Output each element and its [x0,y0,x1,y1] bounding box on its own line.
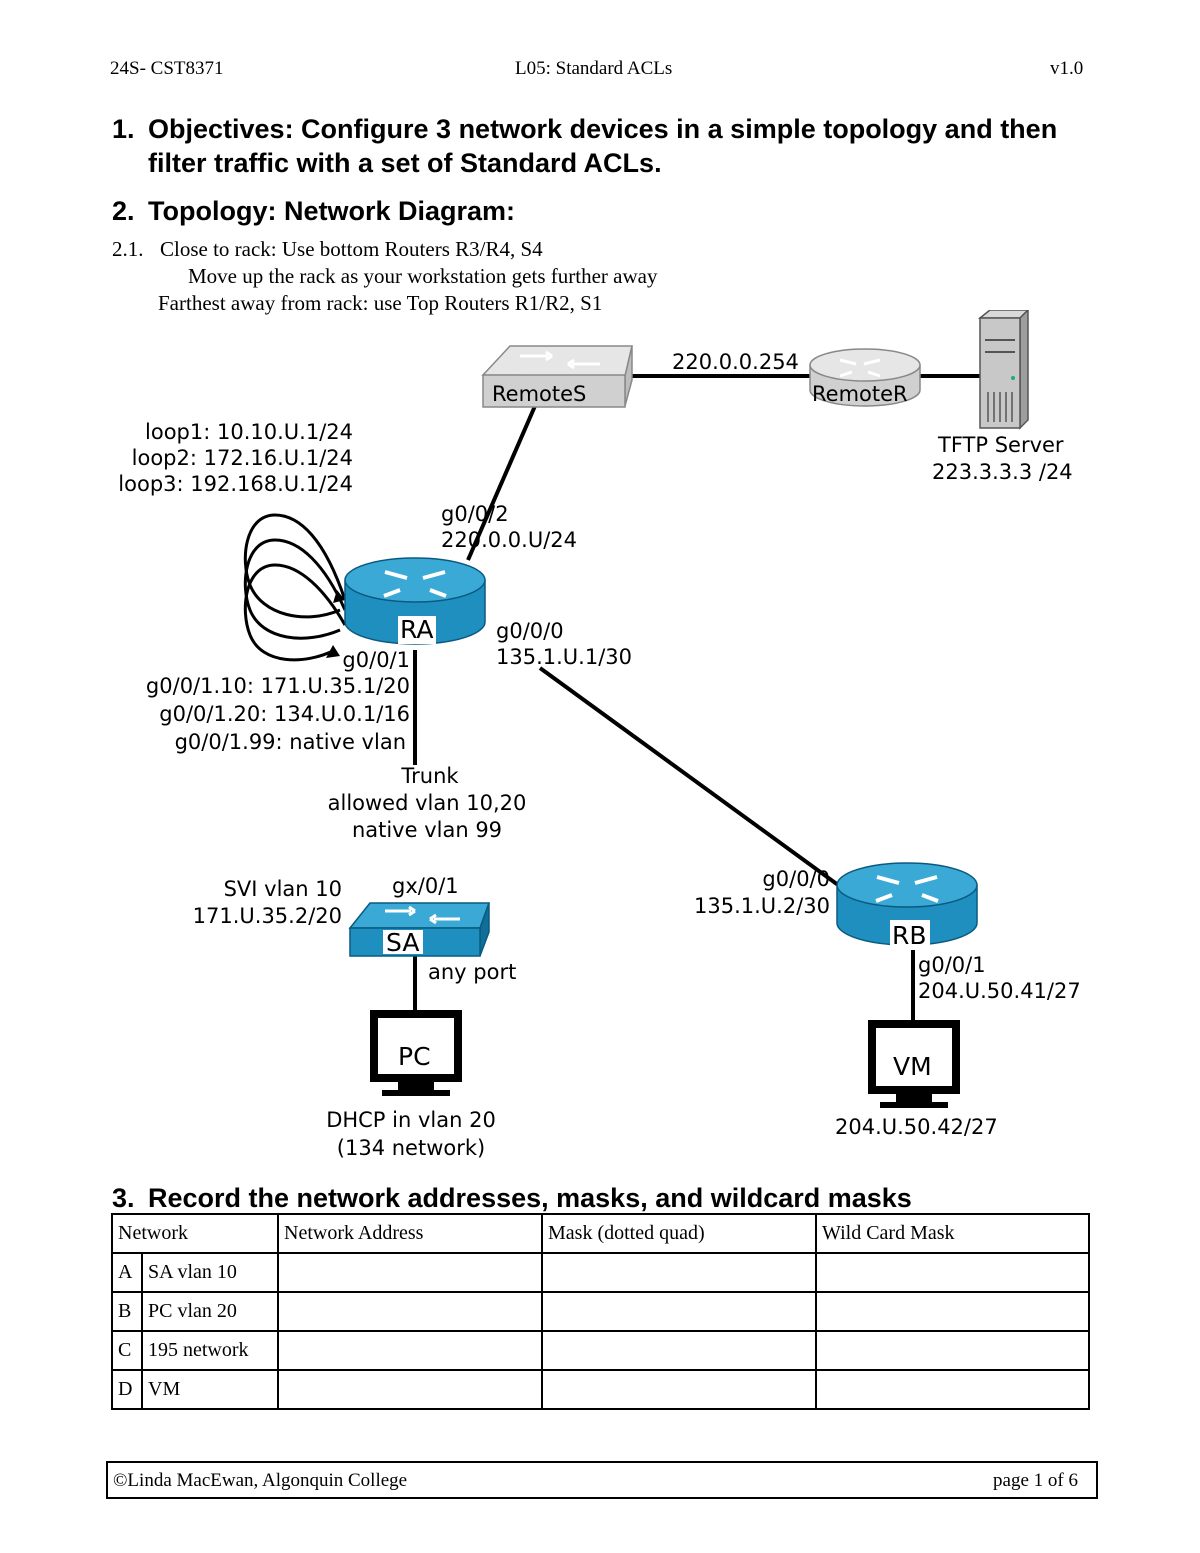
sa-switch-label: SA [386,928,419,957]
pc-network-note: (134 network) [337,1136,485,1160]
sa-any-port: any port [428,960,516,984]
section-3-title: Record the network addresses, masks, and… [148,1183,912,1213]
ra-router-label: RA [400,615,433,644]
network-diagram: RemoteS RemoteR 220.0.0.254 TFTP Server … [118,310,1081,1160]
header-version: v1.0 [1050,58,1084,79]
ra-g002-if: g0/0/2 [441,502,509,526]
row-network-name: PC vlan 20 [140,1291,280,1332]
ra-g000-if: g0/0/0 [496,619,564,643]
ra-subif-99: g0/0/1.99: native vlan [175,730,406,754]
pc-dhcp-note: DHCP in vlan 20 [326,1108,496,1132]
ra-g001-if: g0/0/1 [342,648,410,672]
ra-subif-20: g0/0/1.20: 134.U.0.1/16 [159,702,410,726]
remote-router-icon [809,348,921,407]
trunk-label: Trunk [400,764,459,788]
ra-g002-ip: 220.0.0.U/24 [441,528,577,552]
rb-router-label: RB [892,921,927,950]
row-mask-cell[interactable] [541,1330,818,1371]
table-row: A SA vlan 10 [111,1252,1091,1293]
row-wildcard-cell[interactable] [815,1291,1091,1332]
row-id: C [111,1330,143,1371]
footer-box: ©Linda MacEwan, Algonquin College page 1… [106,1461,1098,1499]
instruction-line-3: Farthest away from rack: use Top Routers… [158,291,603,315]
vm-ip: 204.U.50.42/27 [835,1115,998,1139]
instruction-line-1: Close to rack: Use bottom Routers R3/R4,… [160,237,543,261]
row-wildcard-cell[interactable] [815,1252,1091,1293]
header-lab-title: L05: Standard ACLs [515,58,673,79]
ra-g000-ip: 135.1.U.1/30 [496,645,632,669]
ra-router-icon [344,557,486,645]
row-mask-cell[interactable] [541,1291,818,1332]
row-network-address-cell[interactable] [277,1330,544,1371]
trunk-allowed-vlans: allowed vlan 10,20 [328,791,527,815]
header-network: Network [110,1213,280,1254]
row-id: A [111,1252,143,1293]
rb-router-icon [836,862,978,948]
section-1-line-1: Objectives: Configure 3 network devices … [148,114,1058,144]
sa-svi-ip: 171.U.35.2/20 [193,904,342,928]
sa-switch-icon [348,902,491,957]
loopback-curves [243,513,347,662]
trunk-native-vlan: native vlan 99 [352,818,502,842]
row-network-address-cell[interactable] [277,1252,544,1293]
sa-svi-label: SVI vlan 10 [224,877,342,901]
table-header-row: Network Network Address Mask (dotted qua… [110,1213,1091,1254]
row-id: B [111,1291,143,1332]
row-wildcard-cell[interactable] [815,1369,1091,1410]
row-network-name: 195 network [140,1330,280,1371]
rb-g001-ip: 204.U.50.41/27 [918,979,1081,1003]
footer-copyright: ©Linda MacEwan, Algonquin College [113,1470,408,1491]
sa-uplink-port: gx/0/1 [392,874,459,898]
link-ra-rb [538,666,847,892]
tftp-server-name: TFTP Server [937,433,1064,457]
vm-monitor-icon [868,1020,960,1108]
table-row: B PC vlan 20 [111,1291,1091,1332]
row-network-address-cell[interactable] [277,1369,544,1410]
rb-g000-if: g0/0/0 [762,867,830,891]
pc-label: PC [398,1042,431,1071]
remote-link-ip: 220.0.0.254 [672,350,799,374]
remote-router-label: RemoteR [812,382,908,406]
rb-g001-if: g0/0/1 [918,953,986,977]
row-wildcard-cell[interactable] [815,1330,1091,1371]
instruction-number: 2.1. [112,237,144,261]
tftp-server-ip: 223.3.3.3 /24 [932,460,1073,484]
section-1-number: 1. [112,114,135,144]
instruction-line-2: Move up the rack as your workstation get… [188,264,658,288]
section-2-heading: 2. Topology: Network Diagram: [112,194,515,228]
vm-label: VM [893,1052,932,1081]
section-1-heading: 1. Objectives: Configure 3 network device… [112,112,1057,146]
section-3-number: 3. [112,1183,135,1213]
table-row: D VM [111,1369,1091,1410]
link-remotes-ra [466,405,537,561]
row-network-address-cell[interactable] [277,1291,544,1332]
address-table: Network Network Address Mask (dotted qua… [110,1213,1091,1410]
row-network-name: VM [140,1369,280,1410]
ra-subif-10: g0/0/1.10: 171.U.35.1/20 [146,674,410,698]
row-id: D [111,1369,143,1410]
header-course: 24S- CST8371 [110,58,224,79]
loopback-1-label: loop1: 10.10.U.1/24 [145,420,353,444]
remote-switch-label: RemoteS [492,382,586,406]
header-network-address: Network Address [277,1213,544,1254]
footer-page-number: page 1 of 6 [993,1470,1078,1491]
loopback-2-label: loop2: 172.16.U.1/24 [132,446,353,470]
table-row: C 195 network [111,1330,1091,1371]
section-2-title: Topology: Network Diagram: [148,196,516,226]
section-2-number: 2. [112,196,135,226]
section-3-heading: 3. Record the network addresses, masks, a… [112,1181,912,1215]
tftp-server-icon [977,310,1030,430]
row-mask-cell[interactable] [541,1252,818,1293]
header-wildcard-mask: Wild Card Mask [815,1213,1091,1254]
remote-switch-icon [481,345,633,408]
pc-monitor-icon [370,1010,462,1096]
section-1-line-2: filter traffic with a set of Standard AC… [148,148,662,178]
header-mask: Mask (dotted quad) [541,1213,818,1254]
loopback-3-label: loop3: 192.168.U.1/24 [118,472,353,496]
row-network-name: SA vlan 10 [140,1252,280,1293]
rb-g000-ip: 135.1.U.2/30 [694,894,830,918]
row-mask-cell[interactable] [541,1369,818,1410]
